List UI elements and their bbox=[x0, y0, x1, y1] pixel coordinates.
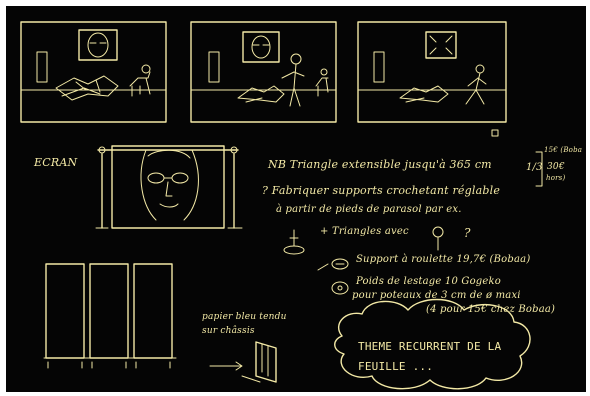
triple-panel-sketch bbox=[44, 264, 176, 368]
note-line-1: NB Triangle extensible jusqu'à 365 cm bbox=[268, 158, 492, 171]
question-line-3: + Triangles avec bbox=[320, 226, 409, 237]
price-mid: 1/3 bbox=[526, 162, 543, 173]
question-mark: ? bbox=[464, 226, 471, 240]
storyboard-panel-2 bbox=[191, 22, 336, 122]
side-note-1: papier bleu tendu bbox=[202, 312, 287, 322]
price-mid-2: 30€ bbox=[547, 162, 565, 172]
item-2b: pour poteaux de 3 cm de ø maxi bbox=[352, 290, 521, 301]
price-low: hors) bbox=[546, 174, 565, 182]
question-line-1: ? Fabriquer supports crochetant réglable bbox=[262, 184, 500, 197]
storyboard-panel-1 bbox=[21, 22, 166, 122]
item-1: Support à roulette 19,7€ (Bobaa) bbox=[356, 254, 530, 265]
ecran-label: ECRAN bbox=[34, 156, 77, 169]
question-line-2: à partir de pieds de parasol par ex. bbox=[276, 204, 462, 215]
chassis-sketch bbox=[210, 342, 276, 382]
price-top: 15€ (Boba bbox=[544, 146, 582, 154]
support-sketches bbox=[284, 152, 542, 294]
item-2c: (4 pour 15€ chez Bobaa) bbox=[426, 304, 555, 315]
screen-frame-sketch bbox=[96, 146, 242, 228]
storyboard-panel-3 bbox=[358, 22, 506, 136]
sketch-drawing bbox=[6, 6, 586, 392]
sketch-sheet: ECRAN NB Triangle extensible jusqu'à 365… bbox=[6, 6, 586, 392]
side-note-2: sur châssis bbox=[202, 326, 255, 336]
bubble-line-2: FEUILLE ... bbox=[358, 360, 433, 373]
bubble-line-1: THEME RECURRENT DE LA bbox=[358, 340, 501, 353]
item-2a: Poids de lestage 10 Gogeko bbox=[356, 276, 501, 287]
